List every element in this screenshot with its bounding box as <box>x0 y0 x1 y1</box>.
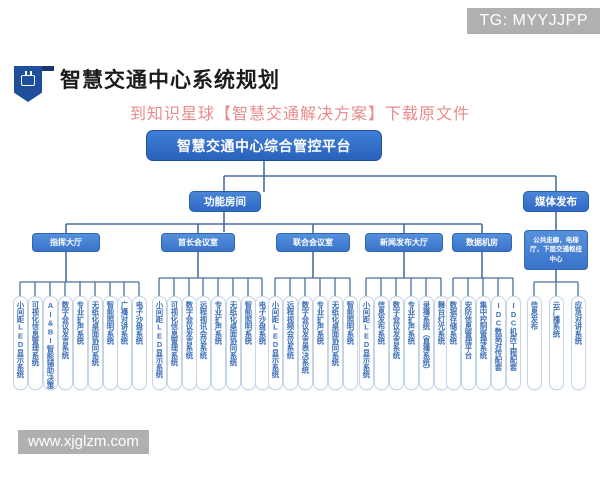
leaf-label: 安防信息管理平台 <box>464 301 473 359</box>
page-header: 智慧交通中心系统规划 <box>0 66 600 102</box>
list-item[interactable]: 安防信息管理平台 <box>461 296 476 390</box>
leaf-label: 远程视讯会议系统 <box>199 301 208 359</box>
list-item[interactable]: 智能照明系统 <box>343 296 358 390</box>
leaf-label: 数字会议发言系统 <box>392 301 401 359</box>
leaf-label: 无纸化桌面协同系统 <box>91 301 100 366</box>
leaf-label: 专业扩声系统 <box>407 301 416 345</box>
list-item[interactable]: 集中控制管理系统 <box>476 296 491 390</box>
leaf-label: 无纸化桌面协同系统 <box>331 301 340 366</box>
leaf-label: 专业扩声系统 <box>214 301 223 345</box>
list-item[interactable]: 无纸化桌面协同系统 <box>328 296 343 390</box>
leaf-label: AI&BI智能辅助决策管理系统 <box>46 301 55 390</box>
leaf-label: 电子沙盘系统 <box>258 301 267 345</box>
node-root[interactable]: 智慧交通中心综合管控平台 <box>146 130 382 161</box>
leaf-label: 数字会议发言系统 <box>185 301 194 359</box>
list-item[interactable]: 云广播系统 <box>549 296 564 390</box>
list-item[interactable]: 可视化信息管理系统 <box>167 296 182 390</box>
leaf-label: 数据存储系统 <box>449 301 458 345</box>
leaf-label: 云广播系统 <box>552 301 561 337</box>
list-item[interactable]: 数字会议发言系统 <box>58 296 73 390</box>
list-item[interactable]: IDC数据对传配套 <box>491 296 506 390</box>
list-item[interactable]: 数字会议发言表决系统 <box>298 296 313 390</box>
list-item[interactable]: 应急对讲系统 <box>571 296 586 390</box>
camera-icon <box>21 71 35 86</box>
leaf-label: 数字会议发言表决系统 <box>301 301 310 373</box>
leaf-label: IDC数据对传配套 <box>494 301 503 371</box>
leaf-label: 集中控制管理系统 <box>479 301 488 359</box>
page-subtitle: 到知识星球【智慧交通解决方案】下载原文件 <box>129 106 470 123</box>
list-item[interactable]: 智能照明系统 <box>103 296 118 390</box>
leaf-label: 无纸化桌面协同系统 <box>229 301 238 366</box>
list-item[interactable]: 远程视频会议系统 <box>283 296 298 390</box>
site-watermark: www.xjglzm.com <box>18 430 149 454</box>
list-item[interactable]: 远程视讯会议系统 <box>196 296 211 390</box>
list-item[interactable]: 无纸化桌面协同系统 <box>226 296 241 390</box>
list-item[interactable]: 小间距LED显示系统 <box>13 296 28 390</box>
list-item[interactable]: 无纸化桌面协同系统 <box>88 296 103 390</box>
ribbon-tail <box>42 66 54 71</box>
list-item[interactable]: 专业扩声系统 <box>211 296 226 390</box>
list-item[interactable]: 广播对讲系统 <box>117 296 132 390</box>
leaf-label: 小间距LED显示系统 <box>362 301 371 378</box>
list-item[interactable]: IDC机房工程配套 <box>506 296 521 390</box>
leaf-label: 信息发布系统 <box>377 301 386 345</box>
node-data-center-room[interactable]: 数据机房 <box>452 233 512 252</box>
leaf-label: 智能照明系统 <box>106 301 115 345</box>
leaf-label: 电子沙盘系统 <box>135 301 144 345</box>
node-media-release[interactable]: 媒体发布 <box>523 191 589 212</box>
list-item[interactable]: 数字会议发言系统 <box>389 296 404 390</box>
list-item[interactable]: AI&BI智能辅助决策管理系统 <box>43 296 58 390</box>
list-item[interactable]: 专业扩声系统 <box>313 296 328 390</box>
node-command-hall[interactable]: 指挥大厅 <box>32 233 100 252</box>
leaf-label: 应急对讲系统 <box>574 301 583 345</box>
tg-tag: TG: MYYJJPP <box>467 8 600 34</box>
list-item[interactable]: 小间距LED显示系统 <box>152 296 167 390</box>
leaf-label: 舞台灯光系统 <box>437 301 446 345</box>
leaf-label: 智能照明系统 <box>346 301 355 345</box>
node-functional-rooms[interactable]: 功能房间 <box>189 191 261 212</box>
leaf-label: 智能照明系统 <box>244 301 253 345</box>
node-public-corridor[interactable]: 公共走廊，电梯厅，下层交通枢纽中心 <box>524 230 588 270</box>
leaf-label: 专业扩声系统 <box>316 301 325 345</box>
leaf-label: 专业扩声系统 <box>76 301 85 345</box>
list-item[interactable]: 专业扩声系统 <box>404 296 419 390</box>
list-item[interactable]: 信息发布 <box>527 296 542 390</box>
page-title: 智慧交通中心系统规划 <box>60 69 280 92</box>
list-item[interactable]: 专业扩声系统 <box>73 296 88 390</box>
leaf-label: 可视化信息管理系统 <box>31 301 40 366</box>
node-chief-meeting-room[interactable]: 首长会议室 <box>161 233 235 252</box>
list-item[interactable]: 小间距LED显示系统 <box>359 296 374 390</box>
list-item[interactable]: 数据存储系统 <box>446 296 461 390</box>
list-item[interactable]: 信息发布系统 <box>374 296 389 390</box>
leaf-label: 小间距LED显示系统 <box>16 301 25 378</box>
leaf-label: 信息发布 <box>530 301 539 330</box>
leaf-label: 小间距LED显示系统 <box>271 301 280 378</box>
node-joint-meeting-room[interactable]: 联合会议室 <box>276 233 350 252</box>
leaf-connectors <box>19 277 579 296</box>
list-item[interactable]: 录播系统（直播系统） <box>419 296 434 390</box>
list-item[interactable]: 数字会议发言系统 <box>182 296 197 390</box>
leaf-label: 可视化信息管理系统 <box>170 301 179 366</box>
leaf-label: 录播系统（直播系统） <box>422 301 431 373</box>
node-press-release-hall[interactable]: 新闻发布大厅 <box>365 233 443 252</box>
list-item[interactable]: 电子沙盘系统 <box>132 296 147 390</box>
list-item[interactable]: 小间距LED显示系统 <box>268 296 283 390</box>
list-item[interactable]: 智能照明系统 <box>241 296 256 390</box>
leaf-label: 广播对讲系统 <box>120 301 129 345</box>
list-item[interactable]: 可视化信息管理系统 <box>28 296 43 390</box>
leaf-label: 小间距LED显示系统 <box>155 301 164 378</box>
leaf-label: IDC机房工程配套 <box>509 301 518 371</box>
leaf-label: 远程视频会议系统 <box>286 301 295 359</box>
leaf-label: 数字会议发言系统 <box>61 301 70 359</box>
